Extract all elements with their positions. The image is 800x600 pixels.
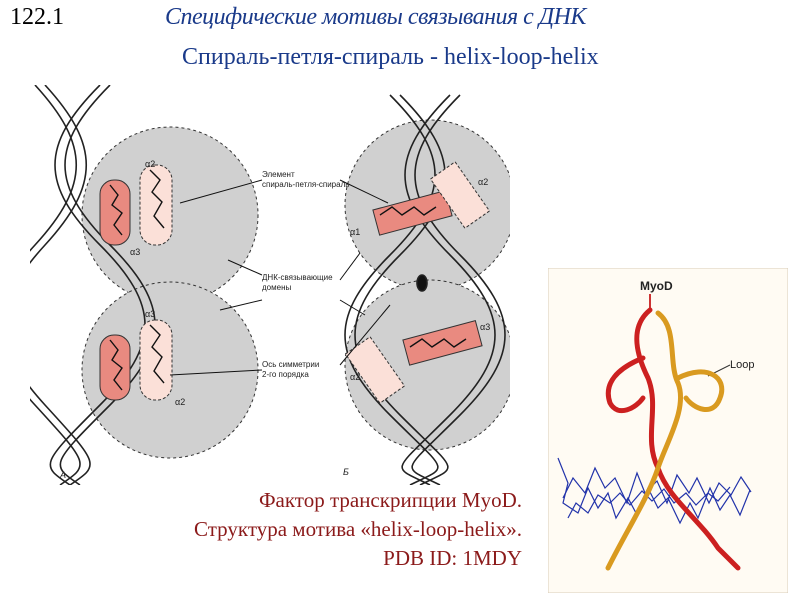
myod-structure-image: MyoD Loop <box>548 268 788 593</box>
alpha3-label-b-bottom: α3 <box>480 322 490 332</box>
axis-label-line2: 2-го порядка <box>262 370 309 379</box>
loop-label: Loop <box>730 359 754 371</box>
slide-title: Специфические мотивы связывания с ДНК <box>165 4 586 31</box>
alpha3-label-a-top: α3 <box>130 247 140 257</box>
alpha2-label-a-bottom: α2 <box>175 397 185 407</box>
domains-label-line2: домены <box>262 283 291 292</box>
figure-caption: Фактор транскрипции MyoD. Структура моти… <box>150 486 522 573</box>
hlh-schematic-diagram: α2 α3 α3 α2 α1 α2 α3 α2 Элемент спираль-… <box>30 85 510 485</box>
axis-label-line1: Ось симметрии <box>262 360 319 369</box>
alpha2-label-a-top: α2 <box>145 159 155 169</box>
caption-line3: PDB ID: 1MDY <box>150 544 522 573</box>
slide-number: 122.1 <box>10 4 64 31</box>
alpha1-label-b-top: α1 <box>350 227 360 237</box>
caption-line1: Фактор транскрипции MyoD. <box>150 486 522 515</box>
alpha3-label-a-bottom: α3 <box>145 309 155 319</box>
domains-label-line1: ДНК-связывающие <box>262 273 333 282</box>
panel-b-label: Б <box>343 467 349 477</box>
element-label-line2: спираль-петля-спираль <box>262 180 349 189</box>
element-label-line1: Элемент <box>262 170 295 179</box>
alpha2-label-b-top: α2 <box>478 177 488 187</box>
panel-a-label: А <box>59 470 66 480</box>
caption-line2: Структура мотива «helix-loop-helix». <box>150 515 522 544</box>
myod-label: MyoD <box>640 279 673 293</box>
slide-subtitle: Спираль-петля-спираль - helix-loop-helix <box>182 44 599 71</box>
alpha2-label-b-bottom: α2 <box>350 372 360 382</box>
